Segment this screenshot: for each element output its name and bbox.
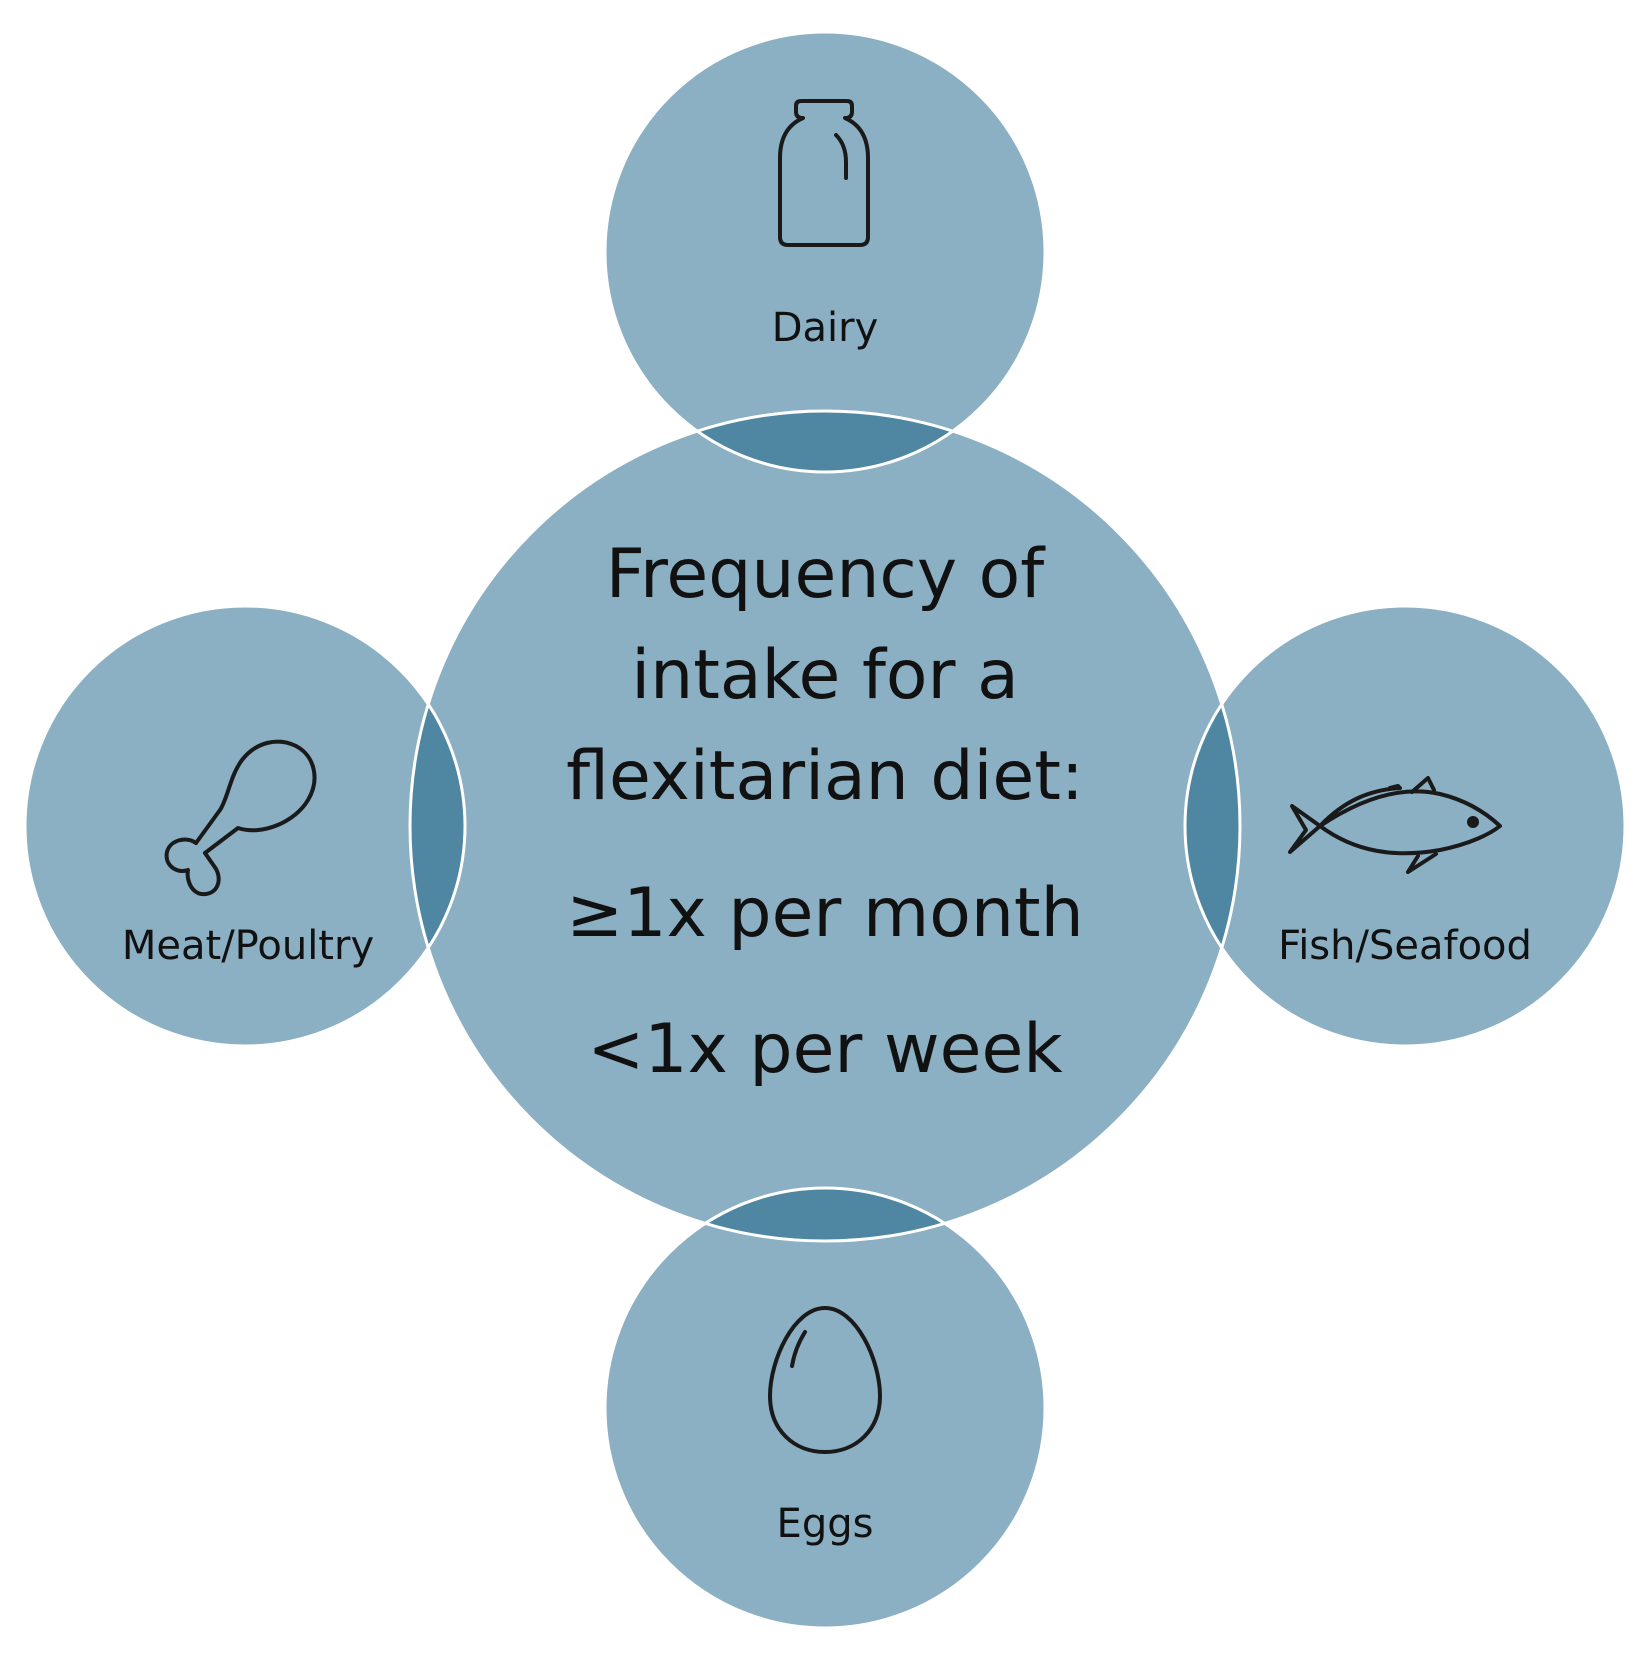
milk-bottle-icon bbox=[778, 99, 870, 247]
dairy-circle bbox=[605, 32, 1045, 472]
meat-label: Meat/Poultry bbox=[121, 923, 375, 969]
egg-icon bbox=[767, 1305, 883, 1455]
center-title-line-1: Frequency of bbox=[605, 535, 1045, 614]
fish-label: Fish/Seafood bbox=[1278, 923, 1532, 969]
eggs-circle bbox=[605, 1188, 1045, 1628]
center-rule-2: <1x per week bbox=[587, 1010, 1063, 1089]
center-rule-1: ≥1x per month bbox=[566, 874, 1084, 953]
drumstick-icon bbox=[164, 739, 317, 897]
center-title-line-3: flexitarian diet: bbox=[566, 737, 1084, 816]
meat-circle bbox=[25, 606, 465, 1046]
fish-circle bbox=[1185, 606, 1625, 1046]
circle-outlines bbox=[23, 30, 1627, 1630]
center-circle bbox=[410, 411, 1240, 1241]
fish-icon bbox=[1288, 776, 1502, 874]
eggs-label: Eggs bbox=[776, 1501, 874, 1547]
center-title-line-2: intake for a bbox=[631, 636, 1019, 715]
dairy-label: Dairy bbox=[771, 305, 879, 351]
